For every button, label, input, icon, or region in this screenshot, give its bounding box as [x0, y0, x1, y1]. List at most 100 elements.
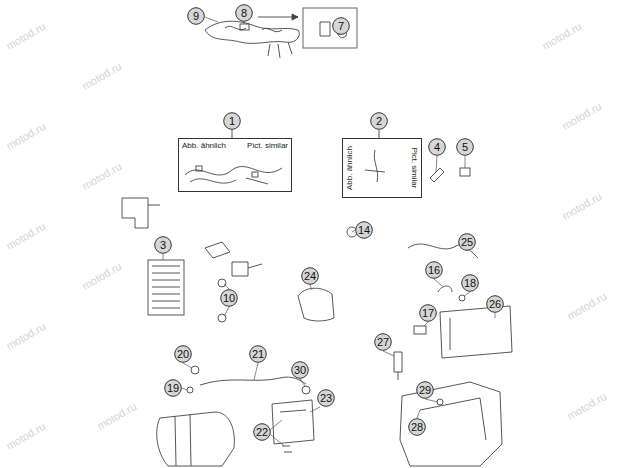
- callout-circle: 5: [456, 138, 474, 156]
- watermark: motod.ru: [540, 20, 584, 52]
- callout-number: 29: [416, 381, 434, 399]
- callout-circle: 18: [461, 274, 479, 292]
- callout-circle: 20: [174, 345, 192, 363]
- small-part: [191, 366, 199, 374]
- callout-number: 4: [428, 138, 446, 156]
- connector: [196, 166, 202, 171]
- watermark: motod.ru: [560, 190, 604, 222]
- callout-circle: 30: [291, 361, 309, 379]
- callout-number: 30: [291, 361, 309, 379]
- callout-circle: 21: [249, 345, 267, 363]
- callout-circle: 25: [458, 233, 476, 251]
- wiring-harness: [205, 21, 299, 43]
- harness-detail: [225, 26, 282, 31]
- starter-relay: [272, 400, 314, 444]
- nut: [302, 386, 310, 394]
- callout-circle: 27: [374, 333, 392, 351]
- harness-wires: [268, 42, 292, 58]
- callout-number: 16: [425, 261, 443, 279]
- callout-number: 20: [174, 345, 192, 363]
- battery-box: [400, 382, 502, 466]
- frame-note: Pict. similar: [409, 148, 419, 189]
- callout-circle: 19: [164, 379, 182, 397]
- callout-number: 17: [419, 304, 437, 322]
- callout-number: 27: [374, 333, 392, 351]
- watermark: motod.ru: [80, 60, 124, 92]
- callout-circle: 23: [317, 389, 335, 407]
- callout-number: 26: [486, 295, 504, 313]
- picture-frame: Abb. ähnlich Pict. similar: [178, 138, 292, 192]
- callout-number: 28: [408, 418, 426, 436]
- fuse: [394, 352, 402, 380]
- regulator-fins: [152, 266, 180, 308]
- frame-note: Abb. ähnlich: [182, 141, 226, 151]
- watermark: motod.ru: [4, 220, 48, 252]
- cover-cap: [298, 288, 334, 321]
- connector: [460, 168, 470, 176]
- small-part: [438, 286, 452, 292]
- watermark: motod.ru: [4, 120, 48, 152]
- watermark: motod.ru: [4, 420, 48, 452]
- leader-line: [379, 130, 380, 138]
- callout-number: 2: [370, 112, 388, 130]
- connector: [252, 172, 258, 177]
- callout-circle: 10: [220, 289, 238, 307]
- callout-circle: 16: [425, 261, 443, 279]
- callout-number: 22: [253, 423, 271, 441]
- callout-circle: 22: [253, 423, 271, 441]
- callout-circle: 14: [355, 221, 373, 239]
- callout-number: 10: [220, 289, 238, 307]
- callout-number: 14: [355, 221, 373, 239]
- callout-circle: 8: [235, 4, 253, 22]
- watermark: motod.ru: [4, 320, 48, 352]
- callout-number: 19: [164, 379, 182, 397]
- watermark: motod.ru: [565, 290, 609, 322]
- watermark: motod.ru: [565, 390, 609, 422]
- callout-circle: 24: [301, 267, 319, 285]
- callout-circle: 2: [370, 112, 388, 130]
- wiring-harness: [190, 178, 268, 184]
- detail-frame: [303, 8, 357, 48]
- callout-circle: 26: [486, 295, 504, 313]
- cable: [200, 377, 306, 385]
- callout-number: 23: [317, 389, 335, 407]
- watermark: motod.ru: [80, 160, 124, 192]
- frame-note: Pict. similar: [247, 141, 288, 151]
- callout-number: 1: [223, 112, 241, 130]
- small-part: [282, 446, 292, 452]
- picture-frame: Abb. ähnlich Pict. similar: [342, 138, 422, 198]
- watermark: motod.ru: [80, 260, 124, 292]
- callout-number: 7: [332, 17, 350, 35]
- battery-holder: [440, 306, 512, 358]
- watermark: motod.ru: [560, 100, 604, 132]
- watermark: motod.ru: [4, 20, 48, 52]
- voltage-regulator: [148, 260, 184, 315]
- callout-circle: 1: [223, 112, 241, 130]
- frame-note: Abb. ähnlich: [345, 146, 355, 190]
- starter-motor: [157, 412, 235, 466]
- small-part: [240, 24, 249, 30]
- callout-number: 24: [301, 267, 319, 285]
- callout-number: 9: [187, 7, 205, 25]
- callout-number: 3: [154, 236, 172, 254]
- callout-number: 18: [461, 274, 479, 292]
- wiring-harness: [365, 150, 385, 182]
- small-part: [430, 168, 444, 182]
- small-part: [187, 387, 193, 393]
- callout-circle: 9: [187, 7, 205, 25]
- small-part: [414, 326, 426, 334]
- callout-circle: 29: [416, 381, 434, 399]
- callout-number: 25: [458, 233, 476, 251]
- callout-circle: 4: [428, 138, 446, 156]
- callout-circle: 7: [332, 17, 350, 35]
- bracket: [122, 198, 160, 228]
- leader-line: [232, 130, 233, 138]
- leader-lines: [163, 17, 495, 446]
- callout-circle: 3: [154, 236, 172, 254]
- callout-circle: 17: [419, 304, 437, 322]
- connector: [205, 242, 262, 276]
- arrow-head: [292, 14, 298, 20]
- wiring-harness: [185, 167, 282, 175]
